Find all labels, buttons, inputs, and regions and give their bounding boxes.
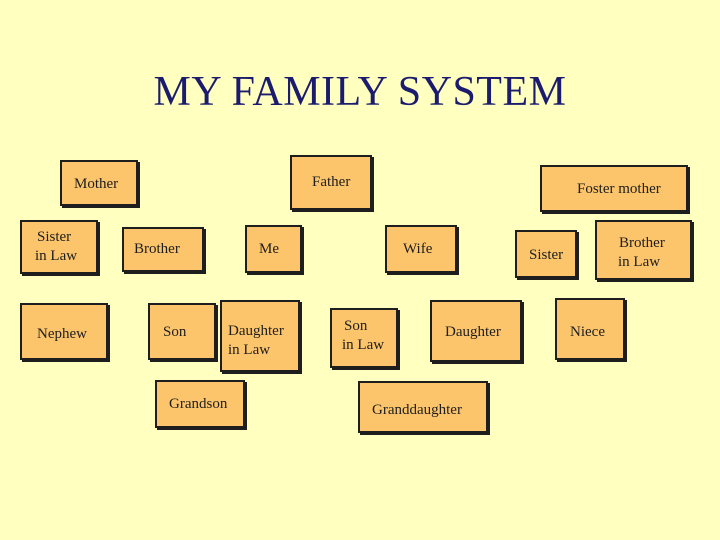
box-grandson: Grandson <box>155 380 245 428</box>
label-sister-in-law-1: Sister <box>37 229 72 245</box>
box-son: Son <box>148 303 216 360</box>
box-daughter: Daughter <box>430 300 522 362</box>
label-sister-in-law-2: in Law <box>35 248 78 264</box>
box-father: Father <box>290 155 372 210</box>
label-nephew: Nephew <box>37 326 87 342</box>
box-granddaughter: Granddaughter <box>358 381 488 433</box>
label-son-in-law-2: in Law <box>342 337 385 353</box>
label-father: Father <box>312 174 351 190</box>
label-niece: Niece <box>570 324 605 340</box>
box-sister-in-law: Sister in Law <box>20 220 98 274</box>
label-me: Me <box>259 241 279 257</box>
box-me: Me <box>245 225 302 273</box>
label-brother-in-law-2: in Law <box>618 254 661 270</box>
label-foster-mother: Foster mother <box>577 181 661 197</box>
label-mother: Mother <box>74 176 119 192</box>
label-granddaughter: Granddaughter <box>372 402 462 418</box>
label-grandson: Grandson <box>169 396 228 412</box>
box-brother: Brother <box>122 227 204 272</box>
label-daughter-in-law-2: in Law <box>228 342 271 358</box>
box-mother: Mother <box>60 160 138 206</box>
label-wife: Wife <box>403 241 433 257</box>
label-brother: Brother <box>134 241 180 257</box>
box-brother-in-law: Brother in Law <box>595 220 692 280</box>
box-niece: Niece <box>555 298 625 360</box>
label-daughter-in-law-1: Daughter <box>228 323 284 339</box>
box-son-in-law: Son in Law <box>330 308 398 368</box>
label-brother-in-law-1: Brother <box>619 235 665 251</box>
box-nephew: Nephew <box>20 303 108 360</box>
label-son: Son <box>163 324 187 340</box>
label-daughter: Daughter <box>445 324 501 340</box>
box-wife: Wife <box>385 225 457 273</box>
label-sister: Sister <box>529 247 564 263</box>
box-foster-mother: Foster mother <box>540 165 688 212</box>
box-sister: Sister <box>515 230 577 278</box>
page-title: MY FAMILY SYSTEM <box>153 69 567 115</box>
label-son-in-law-1: Son <box>344 318 368 334</box>
box-daughter-in-law: Daughter in Law <box>220 300 300 372</box>
